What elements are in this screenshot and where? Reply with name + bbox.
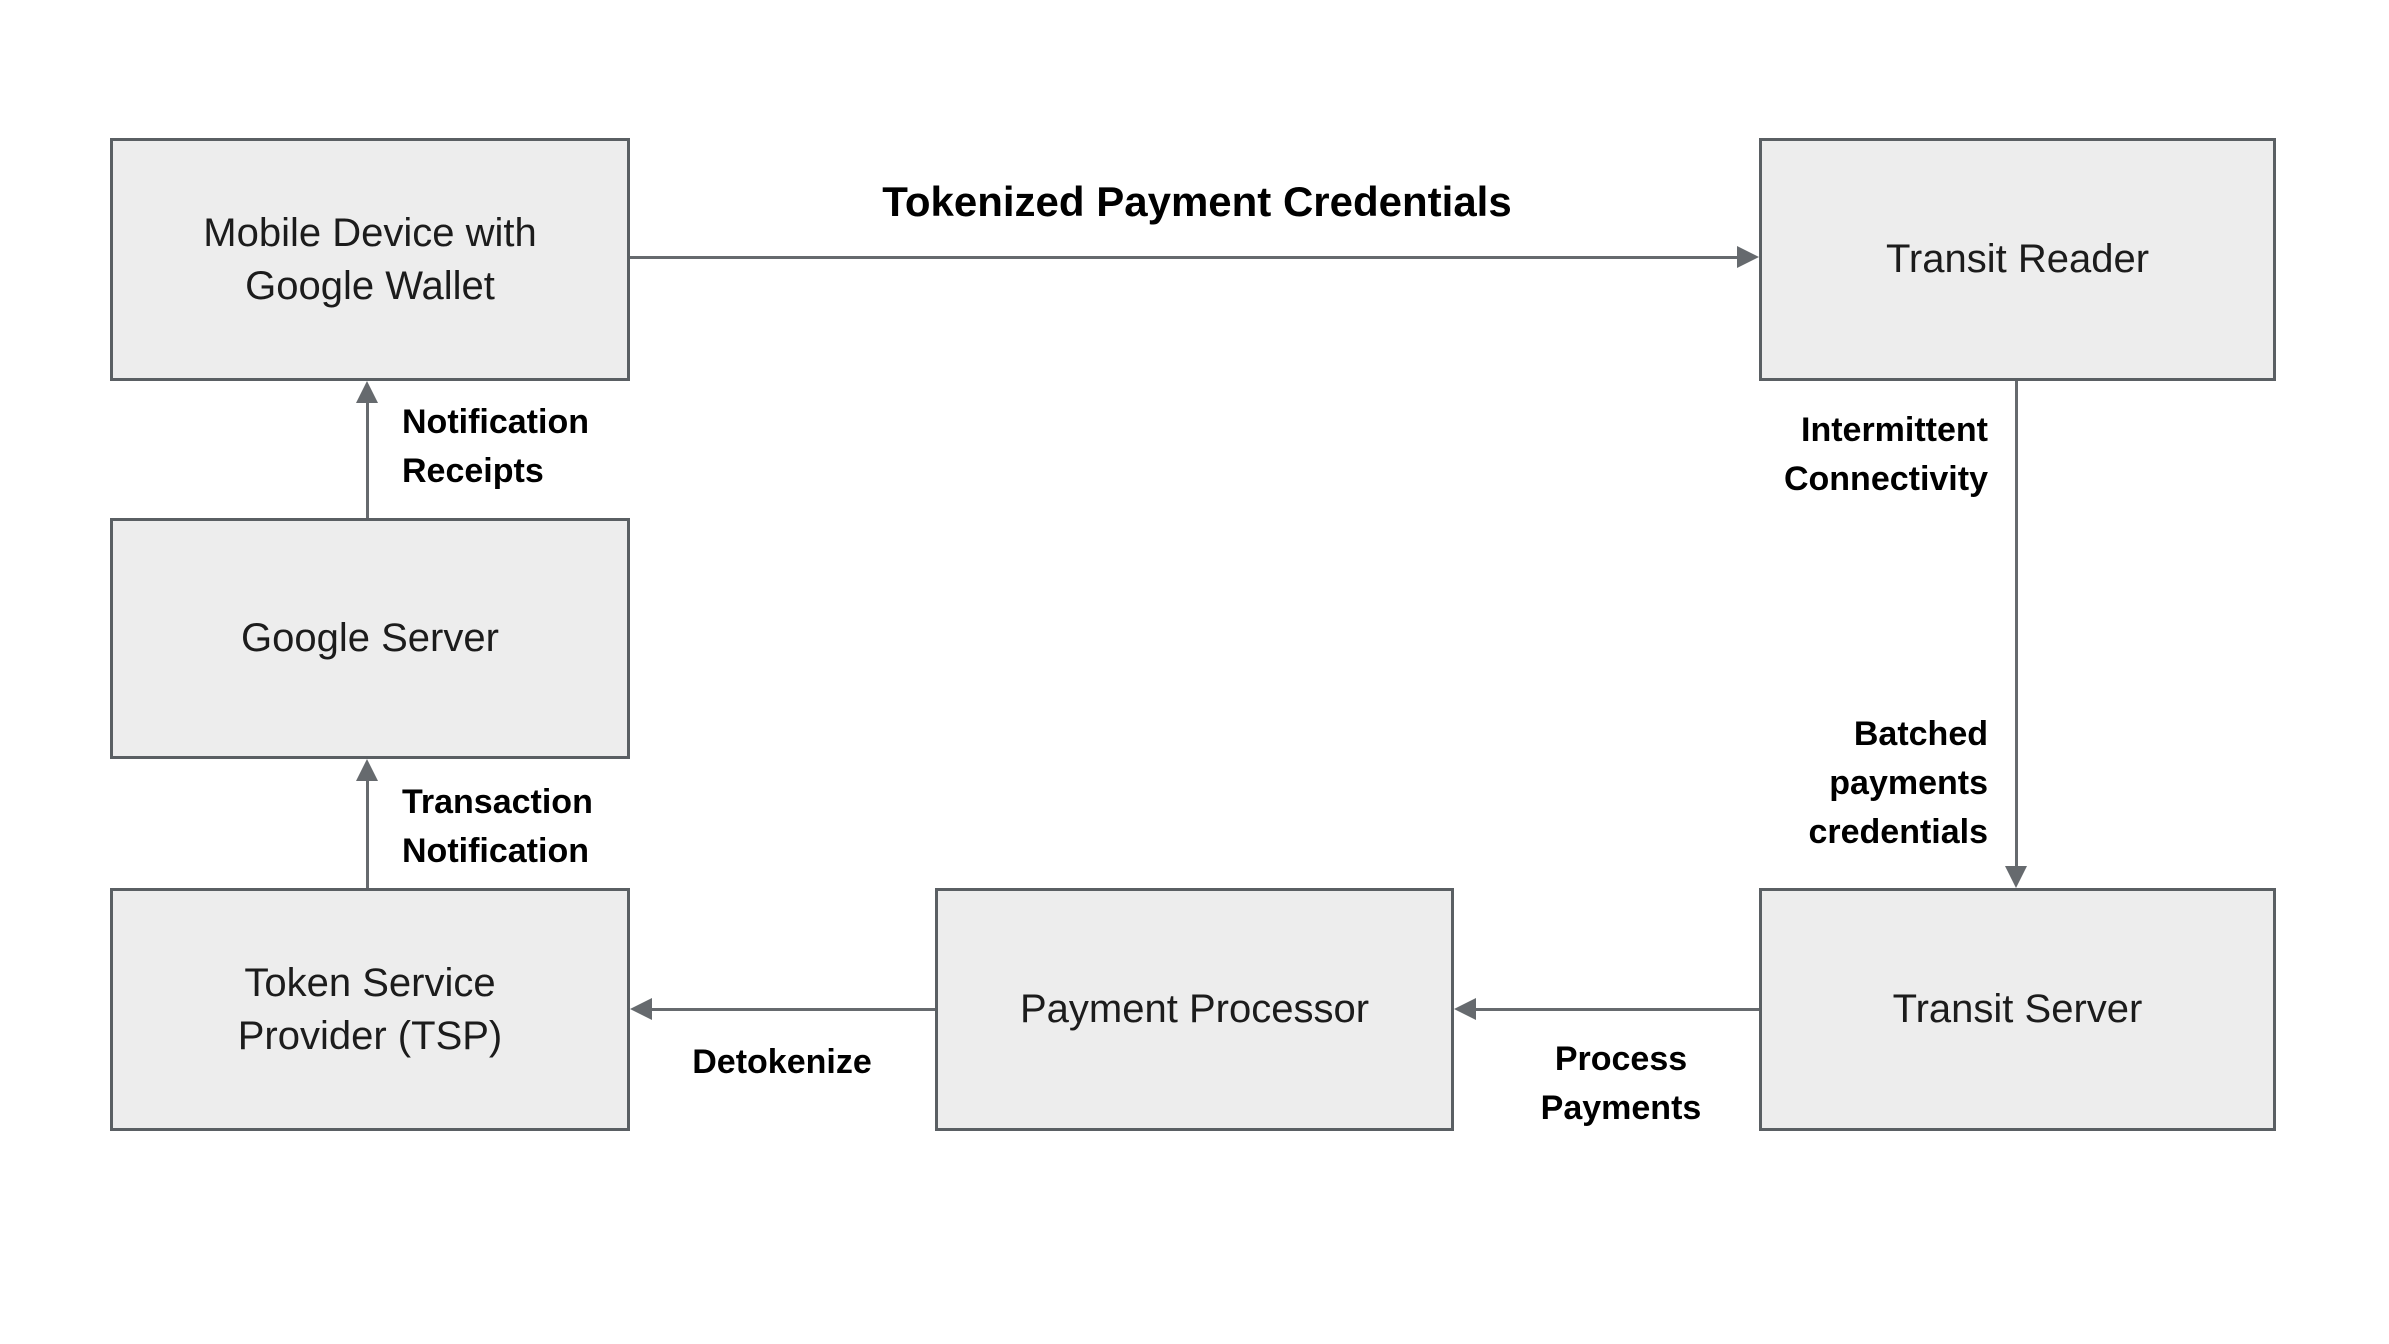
node-label-transit-reader: Transit Reader bbox=[1885, 237, 2150, 282]
edge-label-transaction-notification: Transaction Notification bbox=[402, 783, 593, 870]
node-label-transit-server: Transit Server bbox=[1892, 987, 2143, 1032]
node-token-service-provider: Token Service Provider (TSP) bbox=[110, 888, 630, 1131]
node-google-server: Google Server bbox=[110, 518, 630, 759]
node-label-token-service-provider: Token Service Provider (TSP) bbox=[237, 960, 503, 1058]
node-transit-reader: Transit Reader bbox=[1759, 138, 2276, 381]
arrow-tokenized-head-right-icon bbox=[1737, 246, 1759, 268]
arrow-processor-to-tsp-head-left-icon bbox=[630, 998, 652, 1020]
arrow-transit-server-to-processor-line bbox=[1474, 1008, 1759, 1011]
arrow-google-to-mobile-head-up-icon bbox=[356, 381, 378, 403]
node-label-payment-processor: Payment Processor bbox=[1019, 987, 1370, 1032]
node-label-google-server: Google Server bbox=[241, 616, 499, 661]
edge-label-notification-receipts: Notification Receipts bbox=[402, 403, 589, 490]
edge-label-batched-payments-credentials: Batched payments credentials bbox=[1808, 715, 1988, 851]
edge-label-tokenized-payment-credentials: Tokenized Payment Credentials bbox=[882, 178, 1512, 225]
node-payment-processor: Payment Processor bbox=[935, 888, 1454, 1131]
arrow-google-to-mobile-line bbox=[366, 401, 369, 518]
node-label-mobile-device: Mobile Device with Google Wallet bbox=[203, 210, 537, 308]
arrow-reader-to-transit-server-head-down-icon bbox=[2005, 866, 2027, 888]
arrow-transit-server-to-processor-head-left-icon bbox=[1454, 998, 1476, 1020]
arrow-processor-to-tsp-line bbox=[650, 1008, 935, 1011]
arrow-tsp-to-google-line bbox=[366, 779, 369, 888]
edge-label-process-payments: Process Payments bbox=[1540, 1040, 1702, 1127]
edge-label-detokenize: Detokenize bbox=[692, 1043, 872, 1081]
arrow-reader-to-transit-server-line bbox=[2015, 381, 2018, 870]
node-mobile-device-google-wallet: Mobile Device with Google Wallet bbox=[110, 138, 630, 381]
arrow-tokenized-line bbox=[630, 256, 1740, 259]
edge-label-intermittent-connectivity: Intermittent Connectivity bbox=[1783, 411, 1988, 498]
node-transit-server: Transit Server bbox=[1759, 888, 2276, 1131]
arrow-tsp-to-google-head-up-icon bbox=[356, 759, 378, 781]
